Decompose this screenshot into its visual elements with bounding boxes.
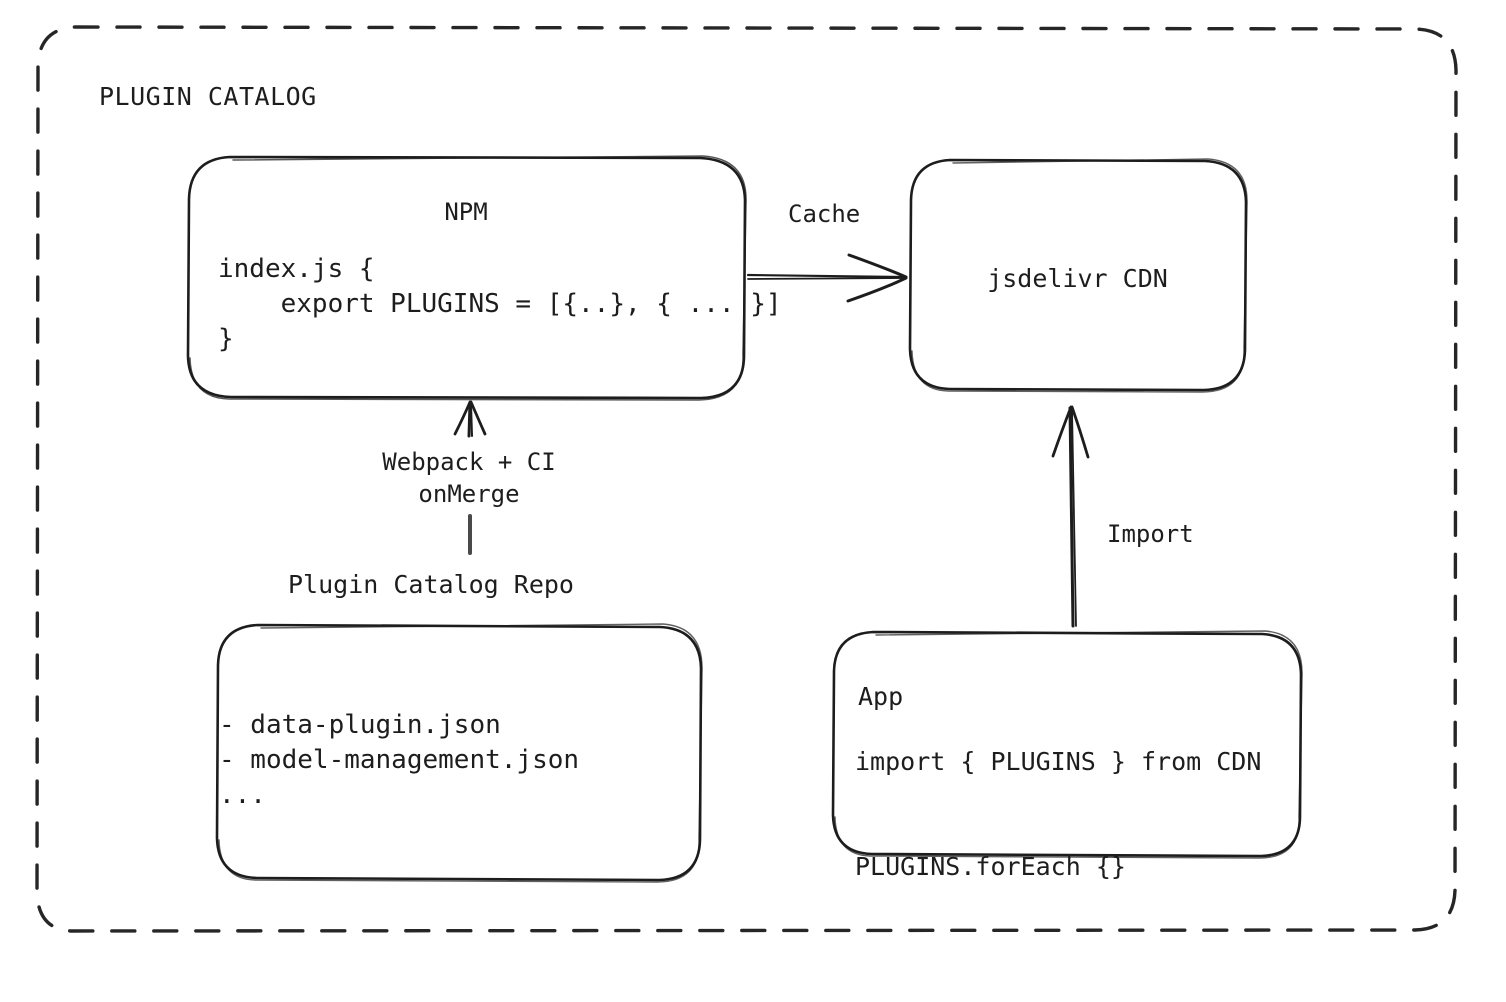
app-node-title: App — [858, 682, 904, 711]
plugin-catalog-title: PLUGIN CATALOG — [99, 82, 317, 111]
import-arrow — [1051, 405, 1090, 628]
npm-node-title: NPM — [444, 198, 488, 226]
app-node-code: import { PLUGINS } from CDN PLUGINS.forE… — [855, 747, 1262, 881]
cache-edge-label: Cache — [788, 200, 861, 228]
repo-node-label: Plugin Catalog Repo — [288, 570, 574, 599]
repo-node-files: - data-plugin.json - model-management.js… — [219, 710, 580, 811]
cdn-node-title: jsdelivr CDN — [987, 264, 1168, 293]
npm-node-code: index.js { export PLUGINS = [{..}, { ...… — [218, 254, 782, 355]
build-edge-label: Webpack + CI onMerge — [382, 448, 556, 508]
import-edge-label: Import — [1107, 520, 1194, 548]
